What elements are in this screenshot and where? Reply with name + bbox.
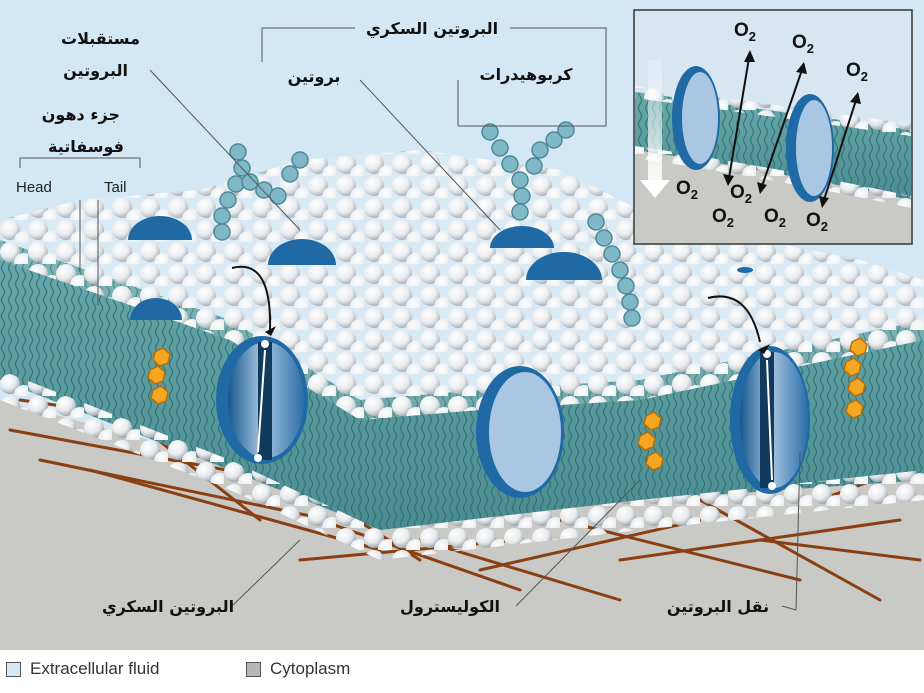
cytoplasm-swatch bbox=[246, 662, 261, 677]
channel-protein-center bbox=[476, 366, 564, 498]
label-glycoprotein-bottom: البروتين السكري bbox=[102, 597, 234, 617]
label-phospholipid-line2: فوسفاتية bbox=[48, 137, 124, 156]
label-glycoprotein-top: البروتين السكري bbox=[366, 19, 498, 39]
label-carbohydrates: كربوهيدرات bbox=[480, 65, 574, 84]
legend-cytoplasm: Cytoplasm bbox=[246, 650, 350, 688]
legend-cytoplasm-label: Cytoplasm bbox=[270, 659, 350, 679]
label-protein-receptors-line1: مستقبلات bbox=[61, 29, 140, 48]
legend-extracellular-label: Extracellular fluid bbox=[30, 659, 159, 679]
label-protein: بروتين bbox=[288, 67, 341, 86]
extracellular-swatch bbox=[6, 662, 21, 677]
label-protein-receptors-line2: البروتين bbox=[63, 61, 128, 80]
label-head: Head bbox=[16, 179, 52, 196]
label-phospholipid-line1: جزء دهون bbox=[42, 105, 120, 124]
label-transport-protein: نقل البروتين bbox=[667, 597, 769, 616]
cell-membrane-illustration: O2 O2 O2 O2 O2 O2 O2 O2 مستقبلات البروتي… bbox=[0, 0, 924, 650]
oxygen-diffusion-inset: O2 O2 O2 O2 O2 O2 O2 O2 bbox=[634, 10, 912, 244]
legend-extracellular: Extracellular fluid bbox=[6, 650, 159, 688]
label-cholesterol: الكوليسترول bbox=[400, 597, 500, 616]
label-tail: Tail bbox=[104, 179, 127, 196]
